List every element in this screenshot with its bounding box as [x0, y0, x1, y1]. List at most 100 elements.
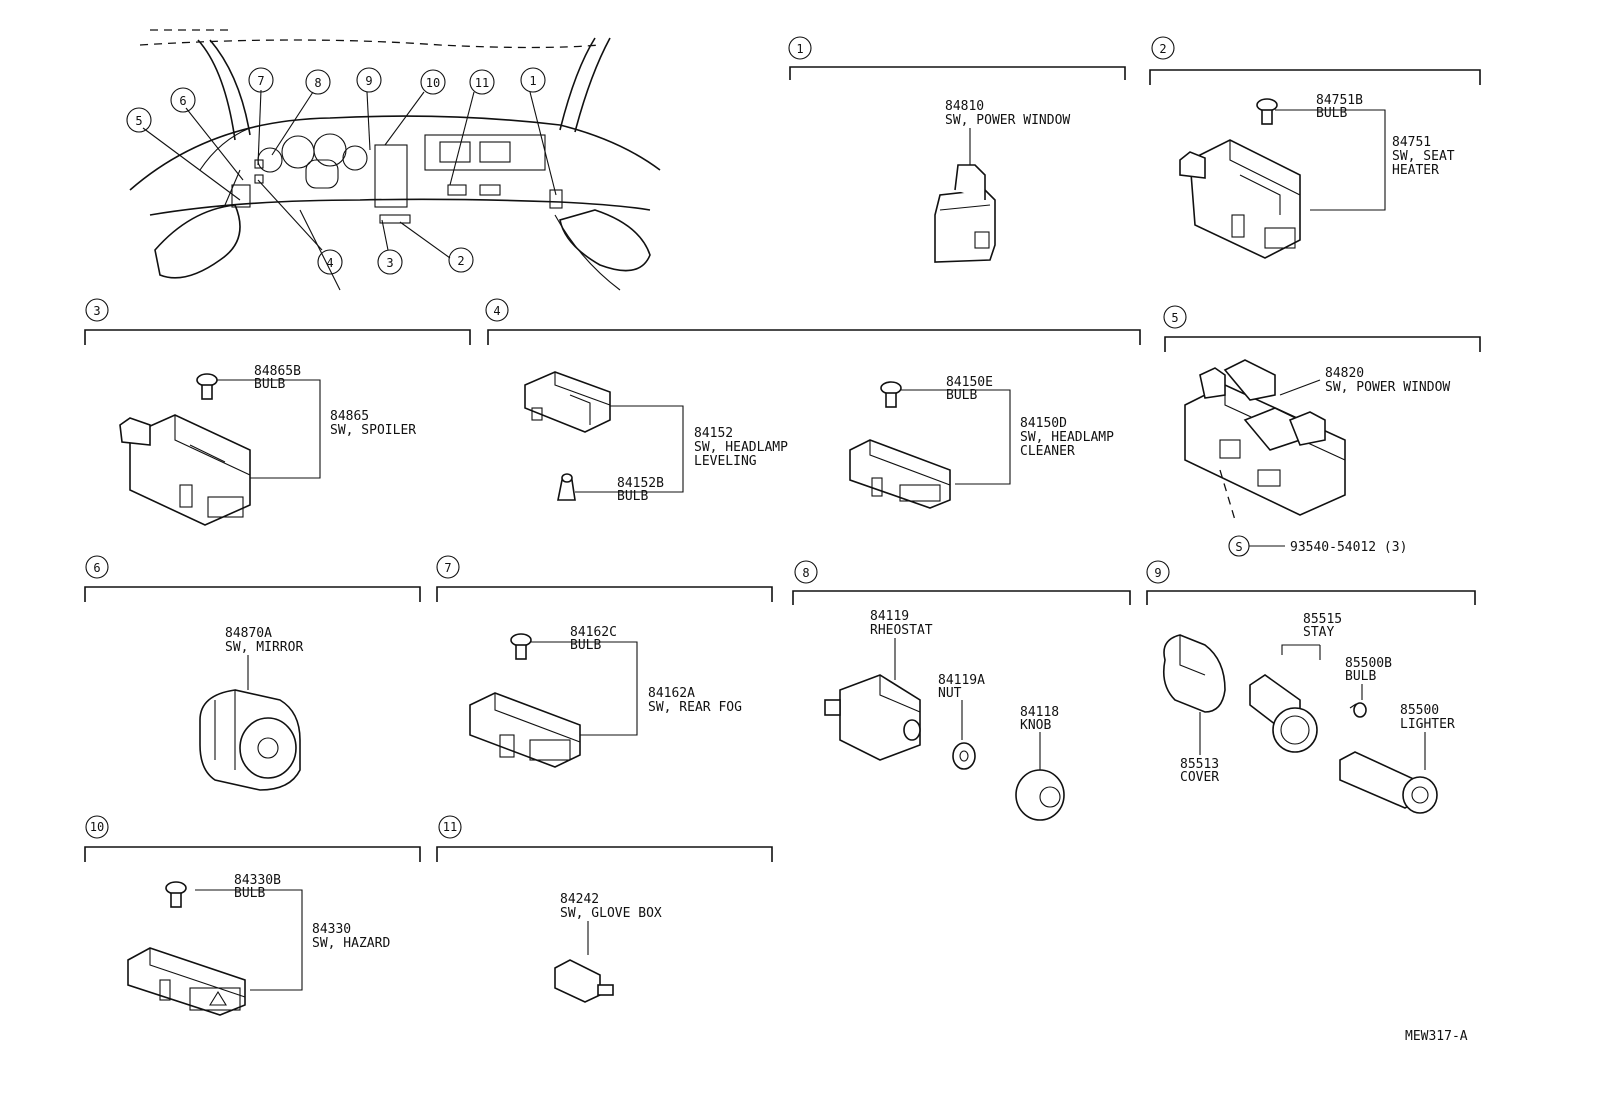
part-84118-name: KNOB — [1020, 718, 1051, 733]
seat-heater-switch-drawing — [1179, 139, 1301, 259]
part-84865B-name: BULB — [254, 377, 285, 392]
callout-6: 6 — [179, 94, 186, 108]
part-84810-number: 84810 — [945, 99, 984, 114]
part-85500-number: 85500 — [1400, 703, 1439, 718]
section-9-lighter: 9 85515 STAY 85500B BULB 85500 LIGHTER 8… — [1146, 560, 1476, 814]
callout-5: 5 — [135, 114, 142, 128]
part-84242-number: 84242 — [560, 892, 599, 907]
part-84152B-name: BULB — [617, 489, 648, 504]
part-85500B-number: 85500B — [1345, 656, 1392, 671]
rheostat-drawing — [824, 674, 921, 761]
part-84150D-number: 84150D — [1020, 416, 1067, 431]
callout-1: 1 — [529, 74, 536, 88]
part-84810-name: SW, POWER WINDOW — [945, 113, 1070, 128]
section-4-number: 4 — [493, 304, 500, 318]
section-11-glove-box: 11 84242 SW, GLOVE BOX — [436, 815, 773, 1003]
part-84751-name-line2: HEATER — [1392, 163, 1439, 178]
headlamp-cleaner-switch-drawing — [849, 439, 951, 509]
section-3-number: 3 — [93, 304, 100, 318]
section-9-number: 9 — [1154, 566, 1161, 580]
bulb-84330B-drawing — [165, 881, 187, 908]
bulb-84865B-drawing — [196, 373, 218, 400]
part-84242-name: SW, GLOVE BOX — [560, 906, 662, 921]
master-window-switch-drawing — [1184, 359, 1346, 516]
overview-callouts: 1 2 3 4 5 6 7 8 9 10 11 — [126, 67, 546, 275]
section-1-number: 1 — [796, 42, 803, 56]
callout-11: 11 — [475, 76, 489, 90]
part-84330B-number: 84330B — [234, 873, 281, 888]
part-85500B-name: BULB — [1345, 669, 1376, 684]
stay-85515-drawing — [1249, 674, 1318, 753]
diagram-code: MEW317-A — [1405, 1029, 1468, 1044]
section-5-number: 5 — [1171, 311, 1178, 325]
callout-2: 2 — [457, 254, 464, 268]
part-84865B-number: 84865B — [254, 364, 301, 379]
section-7-number: 7 — [444, 561, 451, 575]
screw-symbol: S — [1235, 540, 1242, 554]
part-84150D-name-line2: CLEANER — [1020, 444, 1075, 459]
part-84162C-name: BULB — [570, 638, 601, 653]
part-84152-number: 84152 — [694, 426, 733, 441]
part-84152B-number: 84152B — [617, 476, 664, 491]
knob-drawing — [1015, 769, 1065, 821]
section-2-seat-heater: 2 84751B BULB 84751 SW, SEAT HEATER — [1149, 36, 1481, 259]
callout-4: 4 — [326, 256, 333, 270]
section-8-rheostat: 8 84119 RHEOSTAT 84119A NUT 84118 KNOB — [792, 560, 1131, 821]
rear-fog-switch-drawing — [469, 692, 581, 768]
part-84119-number: 84119 — [870, 609, 909, 624]
part-84820-name: SW, POWER WINDOW — [1325, 380, 1450, 395]
part-84119A-name: NUT — [938, 686, 962, 701]
cover-85513-drawing — [1162, 634, 1226, 713]
part-84751-number: 84751 — [1392, 135, 1431, 150]
section-10-number: 10 — [90, 820, 104, 834]
callout-10: 10 — [426, 76, 440, 90]
part-84330-name: SW, HAZARD — [312, 936, 390, 951]
part-85500-name: LIGHTER — [1400, 717, 1455, 732]
bulb-84150E-drawing — [880, 381, 902, 408]
part-84150E-name: BULB — [946, 388, 977, 403]
part-84865-number: 84865 — [330, 409, 369, 424]
part-84162A-number: 84162A — [648, 686, 695, 701]
part-84330B-name: BULB — [234, 886, 265, 901]
bulb-84162C-drawing — [510, 633, 532, 660]
section-8-number: 8 — [802, 566, 809, 580]
part-84152-name-line2: LEVELING — [694, 454, 757, 469]
part-84150E-number: 84150E — [946, 375, 993, 390]
section-11-number: 11 — [443, 820, 457, 834]
section-4-headlamp: 4 84152 SW, HEADLAMP LEVELING 84152B BUL… — [485, 298, 1141, 509]
section-1-power-window: 1 84810 SW, POWER WINDOW — [788, 36, 1126, 263]
hazard-switch-drawing — [127, 947, 246, 1016]
bulb-84751B-drawing — [1256, 98, 1278, 125]
part-84870A-name: SW, MIRROR — [225, 640, 303, 655]
bulb-84152B-drawing — [557, 473, 576, 501]
part-85515-number: 85515 — [1303, 612, 1342, 627]
part-85515-name: STAY — [1303, 625, 1334, 640]
part-84870A-number: 84870A — [225, 626, 272, 641]
part-85513-number: 85513 — [1180, 757, 1219, 772]
part-84119A-number: 84119A — [938, 673, 985, 688]
part-84820-number: 84820 — [1325, 366, 1364, 381]
part-84751B-name: BULB — [1316, 106, 1347, 121]
part-84162A-name: SW, REAR FOG — [648, 700, 742, 715]
part-85513-name: COVER — [1180, 770, 1219, 785]
part-84162C-number: 84162C — [570, 625, 617, 640]
glove-box-switch-drawing — [554, 959, 614, 1003]
section-10-hazard: 10 84330B BULB 84330 SW, HAZARD — [84, 815, 421, 1016]
part-84152-name: SW, HEADLAMP — [694, 440, 788, 455]
callout-7: 7 — [257, 74, 264, 88]
lighter-85500-drawing — [1339, 751, 1438, 814]
callout-8: 8 — [314, 76, 321, 90]
section-2-number: 2 — [1159, 42, 1166, 56]
section-6-mirror: 6 84870A SW, MIRROR — [84, 555, 421, 791]
power-window-switch-drawing — [934, 164, 996, 263]
part-84118-number: 84118 — [1020, 705, 1059, 720]
part-84865-name: SW, SPOILER — [330, 423, 416, 438]
part-84751-name: SW, SEAT — [1392, 149, 1455, 164]
headlamp-leveling-switch-drawing — [524, 371, 611, 433]
part-84119-name: RHEOSTAT — [870, 623, 933, 638]
nut-drawing — [952, 742, 976, 770]
mirror-switch-drawing — [199, 689, 301, 791]
section-6-number: 6 — [93, 561, 100, 575]
dashboard-overview — [129, 29, 661, 291]
